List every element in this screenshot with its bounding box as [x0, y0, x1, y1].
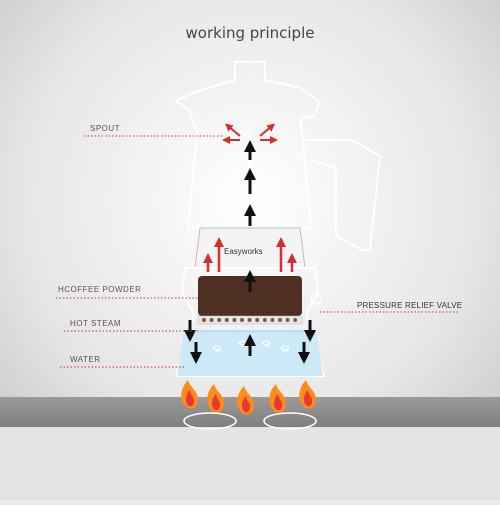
filter-holes: [202, 318, 298, 322]
flame-icon: [299, 380, 316, 409]
filter-hole: [240, 318, 244, 322]
filter-hole: [293, 318, 298, 322]
bubble-icon: [212, 345, 222, 353]
flame-icon: [269, 384, 286, 413]
filter-hole: [224, 318, 229, 322]
flame-icon: [181, 380, 198, 409]
steam-arrow-icon: [259, 123, 276, 137]
burner-ring-right: [263, 412, 317, 430]
diagram-title: working principle: [185, 24, 315, 42]
lower-chamber-outline: [174, 267, 326, 377]
filter-hole: [262, 318, 267, 322]
filter-hole: [285, 318, 290, 322]
stove-front: [0, 427, 500, 500]
flames: [181, 380, 316, 415]
filter-hole: [255, 318, 260, 322]
filter-hole: [270, 318, 275, 322]
coffee-powder: [198, 276, 302, 316]
pressure-relief-valve: [310, 293, 322, 305]
label-spout: SPOUT: [90, 124, 121, 133]
flame-icon: [207, 384, 224, 413]
brand-text: Easyworks: [224, 247, 263, 256]
label-pressure-relief-valve: PRESSURE RELIEF VALVE: [357, 301, 463, 310]
steam-arrow-icon: [224, 123, 241, 137]
bubble-icon: [261, 340, 271, 348]
filter-hole: [202, 318, 206, 322]
burner-ring-left: [183, 412, 237, 430]
filter-hole: [209, 318, 214, 322]
handle: [303, 139, 382, 251]
flame-icon: [237, 386, 254, 415]
bubble-icon: [280, 345, 290, 353]
filter-hole: [232, 318, 237, 322]
filter-hole: [247, 318, 252, 322]
label-hot-steam: HOT STEAM: [70, 319, 122, 328]
label-water: WATER: [70, 355, 101, 364]
filter-hole: [278, 318, 282, 322]
label-coffee-powder: HCOFFEE POWDER: [58, 285, 142, 294]
upper-chamber-outline: [174, 61, 322, 229]
filter-hole: [217, 318, 222, 322]
